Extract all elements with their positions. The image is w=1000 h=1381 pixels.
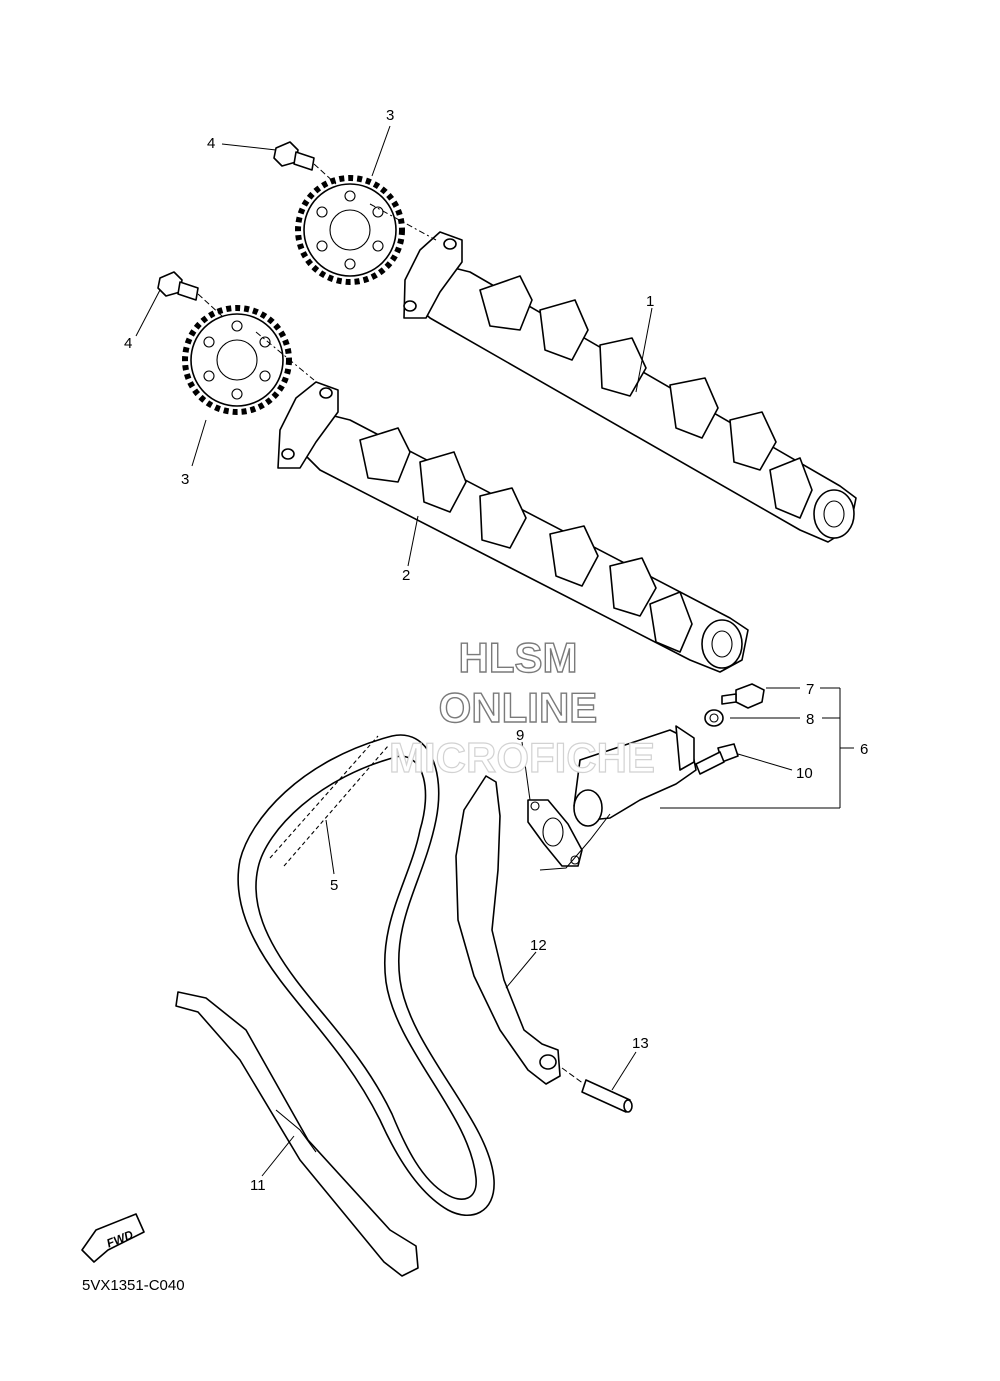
fwd-arrow-icon: FWD: [81, 1213, 145, 1263]
bolt-10: [695, 743, 739, 775]
chain-guide-11: [175, 991, 419, 1277]
callout-2: 2: [402, 567, 410, 584]
timing-chain: [237, 734, 495, 1217]
callout-10: 10: [796, 765, 813, 782]
callout-6: 6: [860, 741, 868, 758]
callout-7: 7: [806, 681, 814, 698]
watermark-line2: ONLINE: [439, 684, 598, 731]
callout-12: 12: [530, 937, 547, 954]
sprocket-lower: [182, 305, 292, 415]
diagram-code: 5VX1351-C040: [82, 1277, 185, 1294]
callout-3-upper: 3: [386, 107, 394, 124]
sprocket-upper: [295, 175, 405, 285]
watermark-line1: HLSM: [459, 634, 578, 681]
tensioner-assy: [539, 725, 697, 871]
washer-8: [704, 709, 724, 727]
chain-guide-12: [455, 775, 561, 1085]
camshaft-1: [403, 231, 857, 543]
callout-1: 1: [646, 293, 654, 310]
callout-9: 9: [516, 727, 524, 744]
callout-13: 13: [632, 1035, 649, 1052]
pin-13: [581, 1079, 633, 1113]
bolt-lower: [157, 271, 199, 301]
bolt-upper: [273, 141, 315, 171]
callout-8: 8: [806, 711, 814, 728]
bolt-7: [721, 683, 765, 709]
callout-3-lower: 3: [181, 471, 189, 488]
watermark-line3: MICROFICHE: [389, 734, 655, 781]
callout-4-lower: 4: [124, 335, 132, 352]
callout-11: 11: [250, 1177, 266, 1194]
gasket-9: [527, 799, 583, 867]
chain-links: [269, 735, 389, 867]
callout-4-upper: 4: [207, 135, 215, 152]
camshaft-2: [277, 381, 749, 673]
callout-5: 5: [330, 877, 338, 894]
